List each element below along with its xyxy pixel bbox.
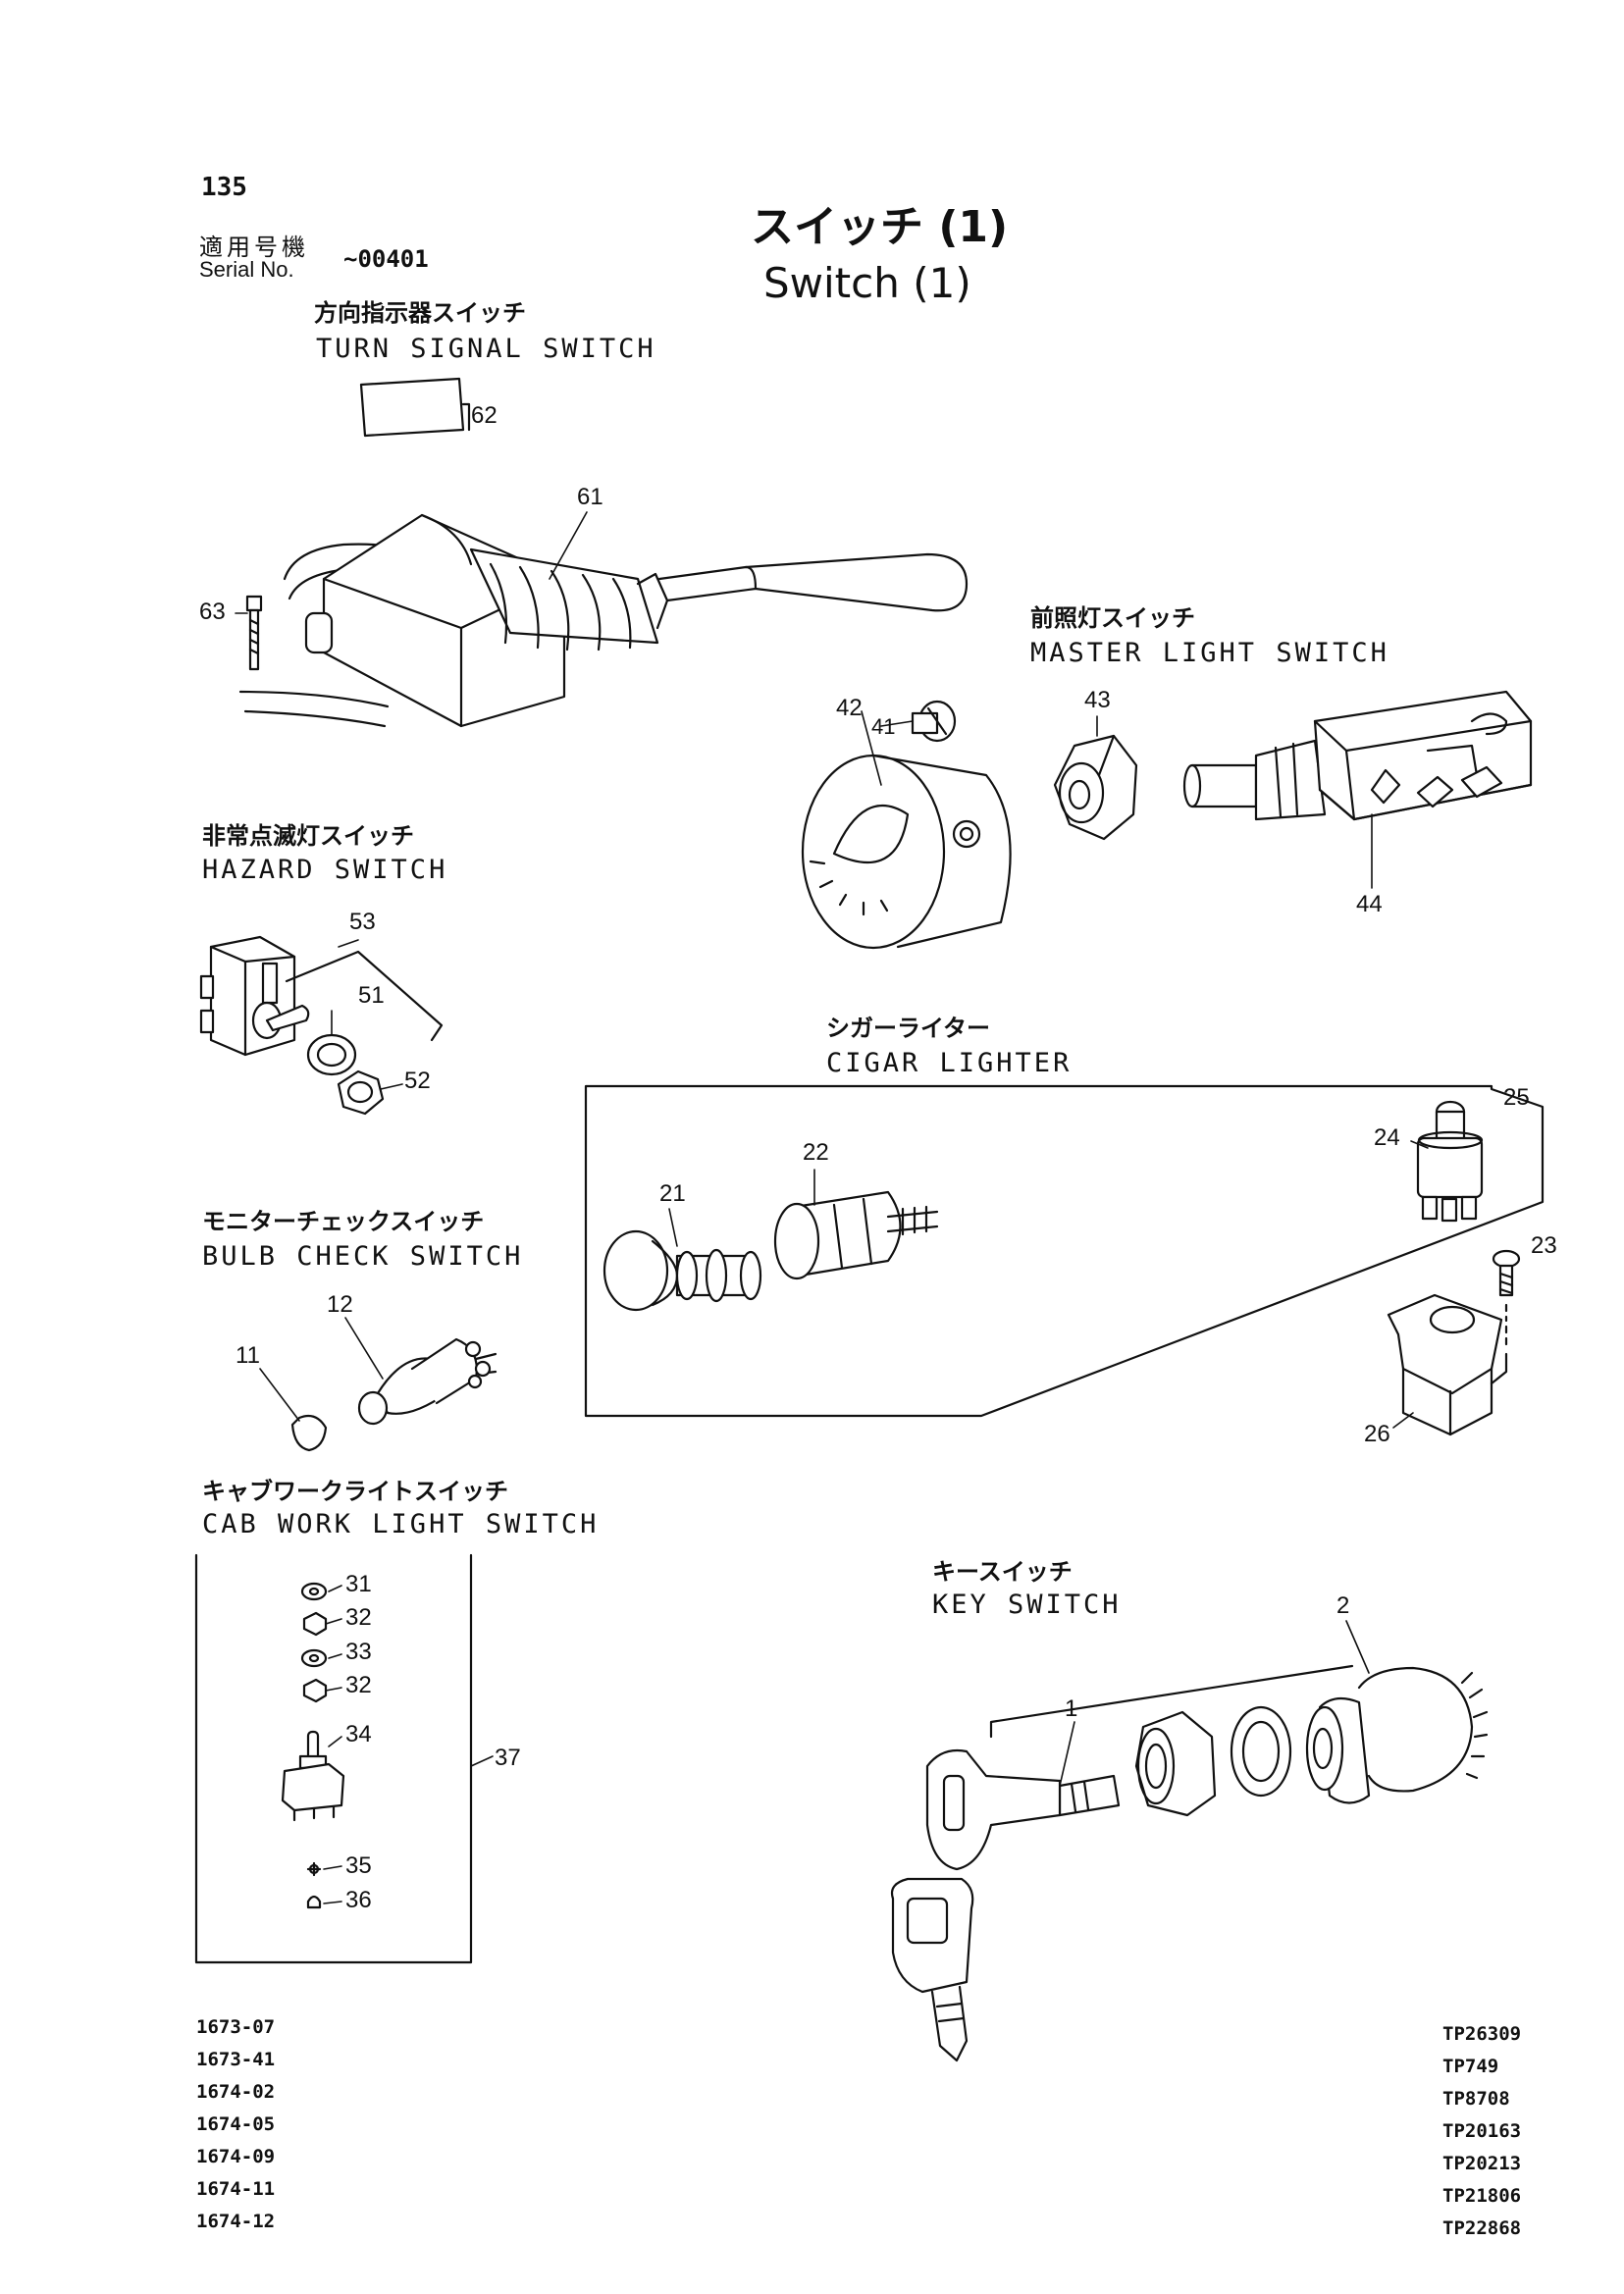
serial-label-jp: 適用号機 — [199, 234, 309, 261]
hazard-label-jp: 非常点滅灯スイッチ — [202, 822, 414, 850]
drawing-number: TP26309 — [1442, 2023, 1522, 2045]
screw-41 — [913, 702, 955, 741]
master-light-switch-44 — [1184, 692, 1531, 819]
lighter-socket-22 — [775, 1192, 937, 1278]
screw-23 — [1493, 1251, 1519, 1344]
callout-21: 21 — [659, 1180, 686, 1207]
callout-41: 41 — [871, 714, 896, 739]
callout-51: 51 — [358, 982, 385, 1009]
drawing-number: 1673-07 — [196, 2016, 276, 2038]
callout-34: 34 — [345, 1721, 372, 1747]
key-washer — [1231, 1707, 1290, 1796]
cigar-label-jp: シガーライター — [826, 1015, 991, 1042]
key-switch-bracket — [991, 1666, 1352, 1737]
callout-32-upper: 32 — [345, 1604, 372, 1631]
callout-12: 12 — [327, 1291, 353, 1318]
key-label-en: KEY SWITCH — [932, 1590, 1122, 1620]
label-plate-62 — [361, 379, 469, 436]
drawing-number: 1674-05 — [196, 2113, 276, 2135]
hazard-switch-53 — [201, 937, 442, 1055]
master-light-label-jp: 前照灯スイッチ — [1030, 604, 1195, 632]
cigar-label-en: CIGAR LIGHTER — [826, 1048, 1073, 1078]
hex-nut-43 — [1055, 736, 1136, 839]
key-switch-body-2 — [1307, 1668, 1487, 1803]
drawing-numbers-right: TP26309 TP749 TP8708 TP20163 TP20213 TP2… — [1442, 2025, 1521, 2252]
lighter-knob-21 — [604, 1231, 760, 1310]
callout-61: 61 — [577, 484, 603, 510]
serial-label-en: Serial No. — [199, 257, 294, 282]
serial-value: ~00401 — [343, 245, 429, 273]
callout-53: 53 — [349, 909, 376, 935]
page-number: 135 — [201, 173, 247, 202]
cigar-lighter-outline — [586, 1086, 1543, 1416]
bulb-check-switch-12 — [359, 1339, 496, 1424]
callout-24: 24 — [1374, 1124, 1400, 1151]
drawing-number: 1674-11 — [196, 2178, 276, 2200]
screw-63 — [247, 597, 261, 669]
callout-62: 62 — [471, 402, 498, 429]
callout-43: 43 — [1084, 687, 1111, 713]
cab-work-label-en: CAB WORK LIGHT SWITCH — [202, 1509, 600, 1539]
cab-work-light-parts — [283, 1584, 343, 1907]
key-label-jp: キースイッチ — [932, 1558, 1073, 1586]
callout-36: 36 — [345, 1887, 372, 1913]
drawing-number: 1674-09 — [196, 2146, 276, 2167]
callout-42: 42 — [836, 695, 863, 721]
cab-work-label-jp: キャブワークライトスイッチ — [202, 1478, 508, 1505]
drawing-number: TP22868 — [1442, 2217, 1522, 2239]
cab-work-light-box — [196, 1555, 471, 1962]
drawing-number: TP749 — [1442, 2056, 1499, 2077]
drawing-number: 1673-41 — [196, 2049, 276, 2070]
callout-35: 35 — [345, 1852, 372, 1879]
callout-23: 23 — [1531, 1232, 1557, 1259]
callout-2: 2 — [1336, 1592, 1350, 1619]
cap-11 — [292, 1416, 326, 1450]
callout-63: 63 — [199, 599, 226, 625]
callout-31: 31 — [345, 1571, 372, 1597]
drawing-number: TP20163 — [1442, 2120, 1522, 2142]
knob-42 — [803, 756, 1011, 948]
callout-1: 1 — [1065, 1695, 1078, 1722]
drawing-number: TP8708 — [1442, 2088, 1510, 2110]
callout-25: 25 — [1503, 1084, 1530, 1111]
bulb-check-label-jp: モニターチェックスイッチ — [202, 1208, 485, 1235]
nut-52 — [339, 1071, 383, 1114]
callout-32-lower: 32 — [345, 1672, 372, 1698]
washer-51 — [308, 1035, 355, 1074]
key-1 — [892, 1750, 1119, 2060]
turn-signal-switch-61 — [240, 515, 967, 726]
page-title-en: Switch (1) — [763, 259, 971, 307]
drawing-number: 1674-12 — [196, 2211, 276, 2232]
drawing-number: 1674-02 — [196, 2081, 276, 2103]
bracket-26 — [1388, 1295, 1506, 1434]
leader-lines — [236, 512, 1428, 1903]
callout-22: 22 — [803, 1139, 829, 1166]
key-nut — [1136, 1712, 1215, 1815]
callout-44: 44 — [1356, 891, 1383, 917]
drawing-numbers-left: 1673-07 1673-41 1674-02 1674-05 1674-09 … — [196, 2018, 275, 2245]
page-title-jp: スイッチ (1) — [751, 202, 1009, 252]
callout-26: 26 — [1364, 1421, 1390, 1447]
bulb-check-label-en: BULB CHECK SWITCH — [202, 1241, 524, 1272]
relay-24 — [1418, 1102, 1482, 1221]
callout-52: 52 — [404, 1068, 431, 1094]
hazard-label-en: HAZARD SWITCH — [202, 855, 448, 885]
callout-37: 37 — [495, 1745, 521, 1771]
callout-11: 11 — [236, 1342, 260, 1369]
turn-signal-label-jp: 方向指示器スイッチ — [314, 299, 526, 327]
drawing-number: TP21806 — [1442, 2185, 1522, 2207]
master-light-label-en: MASTER LIGHT SWITCH — [1030, 638, 1389, 668]
turn-signal-label-en: TURN SIGNAL SWITCH — [316, 334, 656, 364]
drawing-number: TP20213 — [1442, 2153, 1522, 2174]
callout-33: 33 — [345, 1639, 372, 1665]
